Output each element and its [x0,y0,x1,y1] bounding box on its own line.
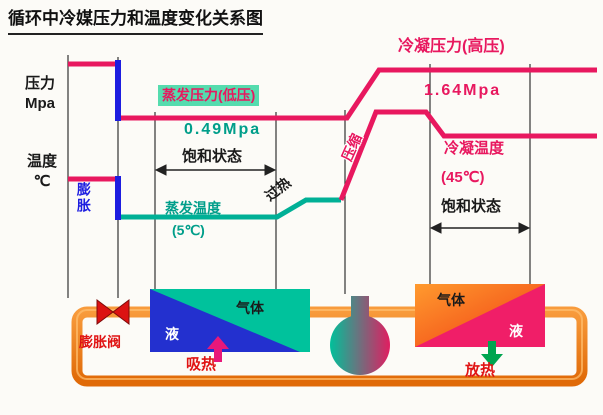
evaporating-temp-value: (5℃) [172,222,205,238]
condensing-pressure-value: 1.64Mpa [424,82,502,99]
heat-out-arrow [481,341,503,367]
compressor-shape [330,296,390,375]
saturation-state-label-left: 饱和状态 [182,148,243,165]
condensing-temp-value: (45℃) [441,169,485,186]
pressure-axis-label: 压力 Mpa [24,75,55,113]
condenser-liquid-label: 液 [509,323,523,339]
saturation-range-arrow-left [154,164,277,176]
evaporator-box [150,289,310,352]
pressure-line [68,61,597,121]
release-heat-label: 放热 [465,362,496,379]
temperature-line [68,109,597,220]
expansion-valve-icon [96,299,130,325]
condenser-box [415,284,545,347]
evaporator-liquid-label: 液 [165,326,179,342]
condenser-gas-label: 气体 [437,292,465,308]
absorb-heat-label: 吸热 [186,356,217,373]
saturation-range-arrow-right [429,222,531,234]
pipe-loop-highlight [76,309,583,380]
evaporating-temp-label: 蒸发温度 [165,200,221,216]
expansion-label: 膨胀 [75,182,92,214]
evaporator-gas-label: 气体 [236,300,264,316]
heat-in-arrow [207,336,229,362]
evaporating-pressure-label: 蒸发压力(低压) [158,85,260,106]
page-title: 循环中冷媒压力和温度变化关系图 [8,8,263,35]
expansion-valve-label: 膨胀阀 [79,334,121,350]
evaporating-pressure-value: 0.49Mpa [184,121,262,138]
temperature-axis-label: 温度 ℃ [26,153,57,191]
evaporator-liquid-region [150,289,300,352]
condensing-pressure-label: 冷凝压力(高压) [398,38,505,55]
condenser-gas-region [415,284,545,347]
saturation-state-label-right: 饱和状态 [441,198,502,215]
condensing-temp-label: 冷凝温度 [444,140,505,157]
